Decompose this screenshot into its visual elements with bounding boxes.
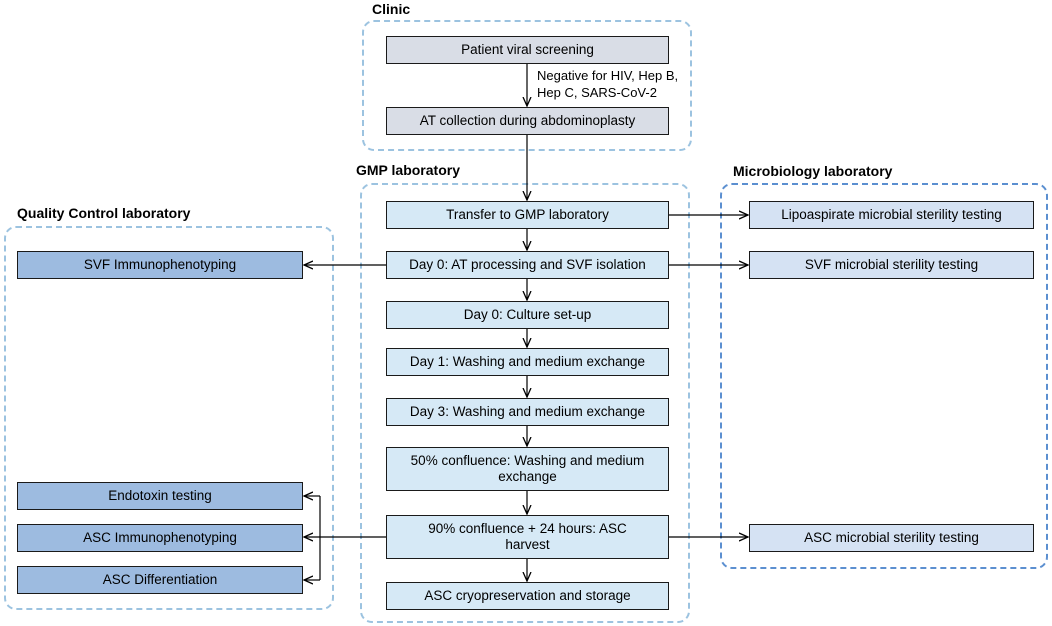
- qc-region-title: Quality Control laboratory: [17, 205, 191, 221]
- gmp-step-90-confluence-harvest: 90% confluence + 24 hours: ASC harvest: [386, 515, 669, 559]
- micro-asc-sterility: ASC microbial sterility testing: [749, 524, 1034, 552]
- gmp-region-title: GMP laboratory: [356, 162, 460, 178]
- gmp-step-day1-washing: Day 1: Washing and medium exchange: [386, 348, 669, 376]
- gmp-step-culture-setup: Day 0: Culture set-up: [386, 301, 669, 329]
- micro-svf-sterility: SVF microbial sterility testing: [749, 251, 1034, 279]
- gmp-step-transfer: Transfer to GMP laboratory: [386, 201, 669, 229]
- qc-region: [4, 226, 334, 610]
- screening-note-line-2: Hep C, SARS-CoV-2: [537, 85, 657, 100]
- patient-viral-screening-box: Patient viral screening: [386, 36, 669, 64]
- clinic-region-title: Clinic: [372, 1, 411, 17]
- qc-endotoxin-testing: Endotoxin testing: [17, 482, 303, 510]
- micro-region: [720, 183, 1048, 569]
- at-collection-box: AT collection during abdominoplasty: [386, 107, 669, 135]
- qc-svf-immunophenotyping: SVF Immunophenotyping: [17, 251, 303, 279]
- gmp-step-svf-isolation: Day 0: AT processing and SVF isolation: [386, 251, 669, 279]
- gmp-region: [360, 183, 690, 623]
- micro-lipoaspirate-sterility: Lipoaspirate microbial sterility testing: [749, 201, 1034, 229]
- gmp-step-50-confluence: 50% confluence: Washing and medium excha…: [386, 447, 669, 491]
- micro-region-title: Microbiology laboratory: [733, 163, 893, 179]
- gmp-step-cryopreservation: ASC cryopreservation and storage: [386, 582, 669, 610]
- gmp-step-day3-washing: Day 3: Washing and medium exchange: [386, 398, 669, 426]
- screening-note-line-1: Negative for HIV, Hep B,: [537, 68, 679, 83]
- qc-asc-immunophenotyping: ASC Immunophenotyping: [17, 524, 303, 552]
- qc-asc-differentiation: ASC Differentiation: [17, 566, 303, 594]
